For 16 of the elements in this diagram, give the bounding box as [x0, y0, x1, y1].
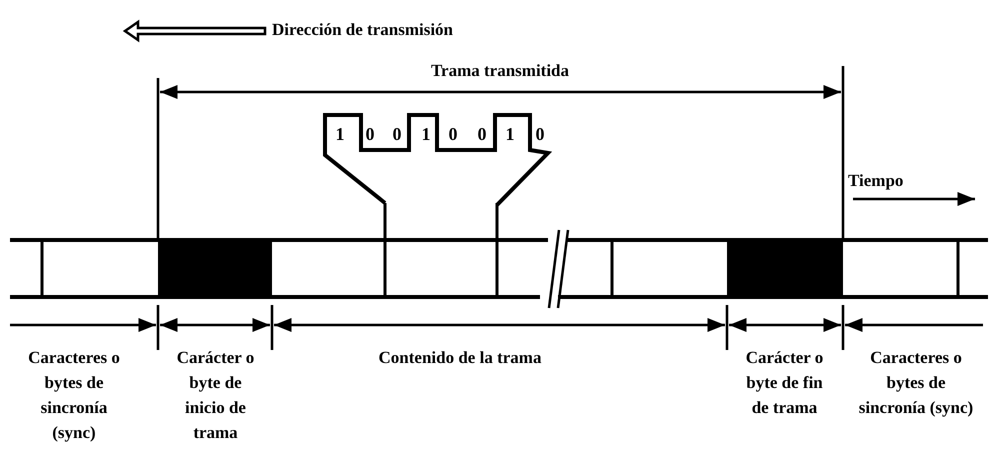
bit-value: 0 [476, 123, 488, 146]
bit-value: 0 [448, 123, 458, 146]
frame-label: Trama transmitida [430, 60, 570, 82]
bit-value: 1 [420, 123, 432, 146]
bit-value: 0 [364, 123, 376, 146]
field-caption: Caracteres o bytes de sincronía (sync) [858, 347, 974, 419]
bit-value: 0 [534, 123, 546, 146]
field-caption: Carácter o byte de inicio de trama [176, 347, 256, 444]
bit-value: 0 [392, 123, 402, 146]
bit-value: 1 [334, 123, 346, 146]
field-caption: Contenido de la trama [378, 347, 542, 369]
bit-value: 1 [504, 123, 516, 146]
time-label: Tiempo [848, 170, 904, 192]
field-caption: Carácter o byte de fin de trama [744, 347, 824, 419]
field-caption: Caracteres o bytes de sincronía (sync) [27, 347, 121, 444]
direction-label: Dirección de transmisión [272, 19, 454, 41]
